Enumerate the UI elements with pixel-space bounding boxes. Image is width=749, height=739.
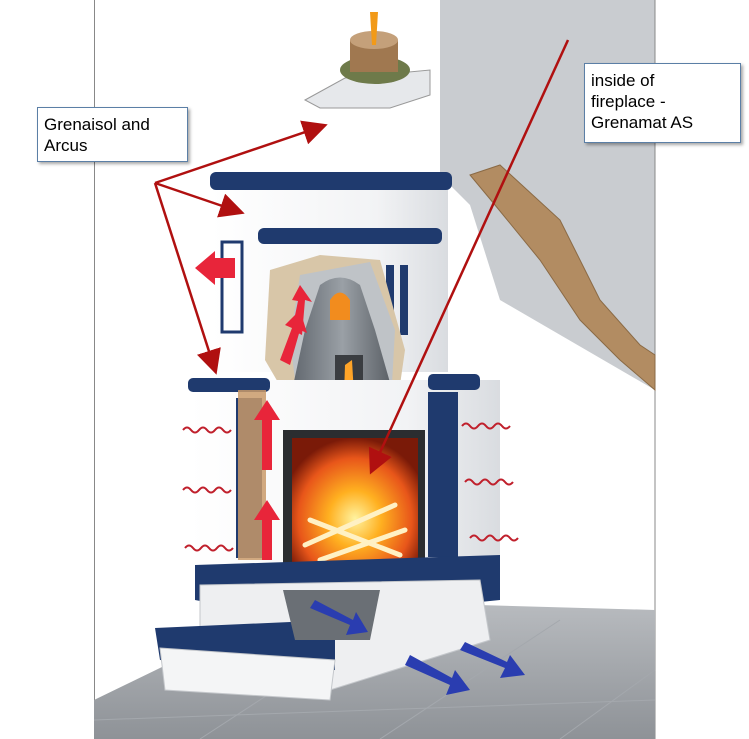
cold-air-arrow-icon <box>460 642 525 678</box>
callout-text: Arcus <box>44 136 88 155</box>
firewood <box>302 502 408 563</box>
radiant-heat-icon <box>182 486 232 494</box>
cold-air-arrow-icon <box>405 655 470 695</box>
hot-air-arrow-icon <box>292 285 312 335</box>
flame-icon <box>370 12 378 45</box>
hot-air-arrow-icon <box>254 400 280 470</box>
hot-air-flow <box>195 251 312 560</box>
radiant-heat-icon <box>461 422 511 430</box>
radiant-heat-icon <box>464 478 514 486</box>
flue-pipe <box>303 12 431 109</box>
hot-air-arrow-icon <box>254 500 280 560</box>
callout-grenaisol-arcus: Grenaisol and Arcus <box>37 107 188 162</box>
callout-text: inside of <box>591 71 655 90</box>
callout-text: Grenamat AS <box>591 113 694 132</box>
hot-air-arrow-icon <box>195 251 235 285</box>
radiant-heat-icon <box>182 426 232 434</box>
stair-section <box>469 164 656 392</box>
cold-air-flow <box>310 600 525 695</box>
radiant-heat <box>182 422 519 552</box>
radiant-heat-icon <box>184 544 234 552</box>
radiant-heat-icon <box>469 534 519 542</box>
callout-pointers <box>153 39 570 475</box>
cold-air-arrow-icon <box>310 600 368 635</box>
callout-text: fireplace - <box>591 92 666 111</box>
callout-text: Grenaisol and <box>44 115 150 134</box>
callout-grenamat-as: inside of fireplace - Grenamat AS <box>584 63 741 143</box>
